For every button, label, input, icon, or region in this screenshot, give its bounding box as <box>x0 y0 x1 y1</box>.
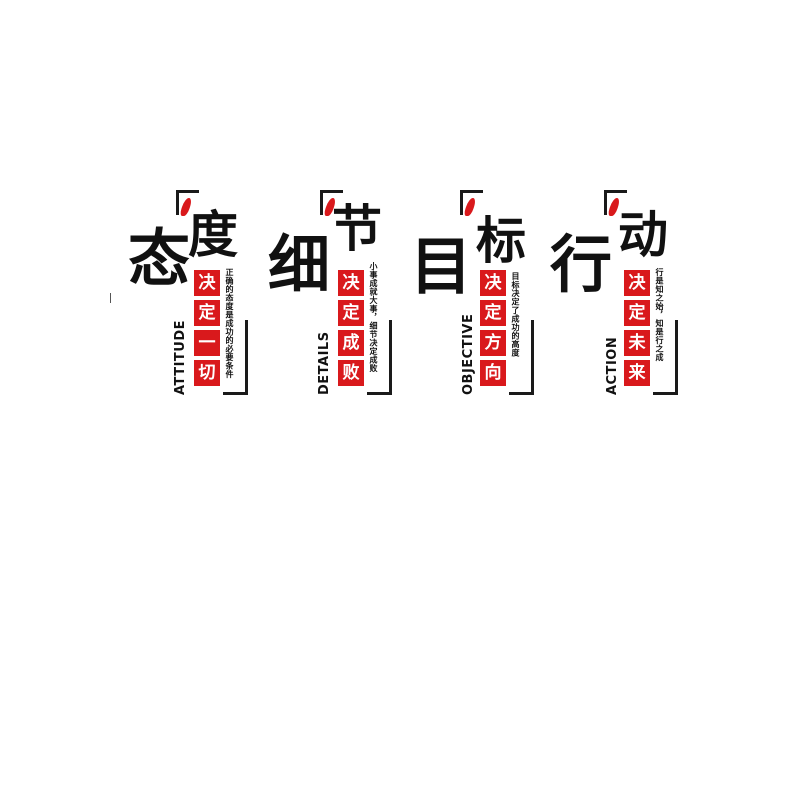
corner-bracket-bottom-right <box>223 320 248 395</box>
red-box-column: 决 定 方 向 <box>480 270 506 386</box>
english-label: ATTITUDE <box>173 319 188 395</box>
panel-objective: 目 标 决 定 方 向 OBJECTIVE 目标决定了成功的高度 <box>410 190 560 400</box>
corner-bracket-top-left <box>604 190 627 215</box>
main-char-2: 节 <box>332 199 382 258</box>
red-box-4: 切 <box>194 360 220 386</box>
red-box-2: 定 <box>338 300 364 326</box>
red-box-1: 决 <box>338 270 364 296</box>
slogan-text: 目标决定了成功的高度 <box>511 272 520 357</box>
slogan-text: 小事成就大事，细节决定成败 <box>369 262 378 373</box>
red-box-column: 决 定 一 切 <box>194 270 220 386</box>
red-box-2: 定 <box>480 300 506 326</box>
corner-bracket-top-left <box>320 190 343 215</box>
main-char-2: 动 <box>618 205 668 264</box>
main-char-1: 目 <box>410 230 473 303</box>
red-box-2: 定 <box>624 300 650 326</box>
red-box-3: 方 <box>480 330 506 356</box>
red-box-3: 未 <box>624 330 650 356</box>
corner-bracket-bottom-right <box>653 320 678 395</box>
main-char-2: 度 <box>188 205 238 264</box>
english-label: ACTION <box>605 336 620 395</box>
red-box-2: 定 <box>194 300 220 326</box>
red-box-1: 决 <box>194 270 220 296</box>
english-label: DETAILS <box>317 331 332 395</box>
english-label: OBJECTIVE <box>461 313 476 395</box>
panel-action: 行 动 决 定 未 来 ACTION 行是知之始，知是行之成 <box>550 190 700 400</box>
red-box-4: 向 <box>480 360 506 386</box>
corner-bracket-bottom-right <box>509 320 534 395</box>
slogan-text: 行是知之始，知是行之成 <box>655 268 664 362</box>
red-box-4: 败 <box>338 360 364 386</box>
red-box-column: 决 定 成 败 <box>338 270 364 386</box>
edge-mark <box>110 293 111 303</box>
red-box-3: 一 <box>194 330 220 356</box>
main-char-2: 标 <box>476 211 526 270</box>
slogan-text: 正确的态度是成功的必要条件 <box>225 268 234 379</box>
red-box-1: 决 <box>480 270 506 296</box>
red-box-column: 决 定 未 来 <box>624 270 650 386</box>
red-box-3: 成 <box>338 330 364 356</box>
red-box-1: 决 <box>624 270 650 296</box>
main-char-1: 细 <box>268 228 331 301</box>
panel-attitude: 态 度 决 定 一 切 ATTITUDE 正确的态度是成功的必要条件 <box>128 190 278 400</box>
corner-bracket-top-left <box>176 190 199 215</box>
panel-details: 细 节 决 定 成 败 DETAILS 小事成就大事，细节决定成败 <box>268 190 418 400</box>
main-char-1: 行 <box>550 228 613 301</box>
corner-bracket-bottom-right <box>367 320 392 395</box>
main-char-1: 态 <box>128 222 191 295</box>
red-box-4: 来 <box>624 360 650 386</box>
corner-bracket-top-left <box>460 190 483 215</box>
